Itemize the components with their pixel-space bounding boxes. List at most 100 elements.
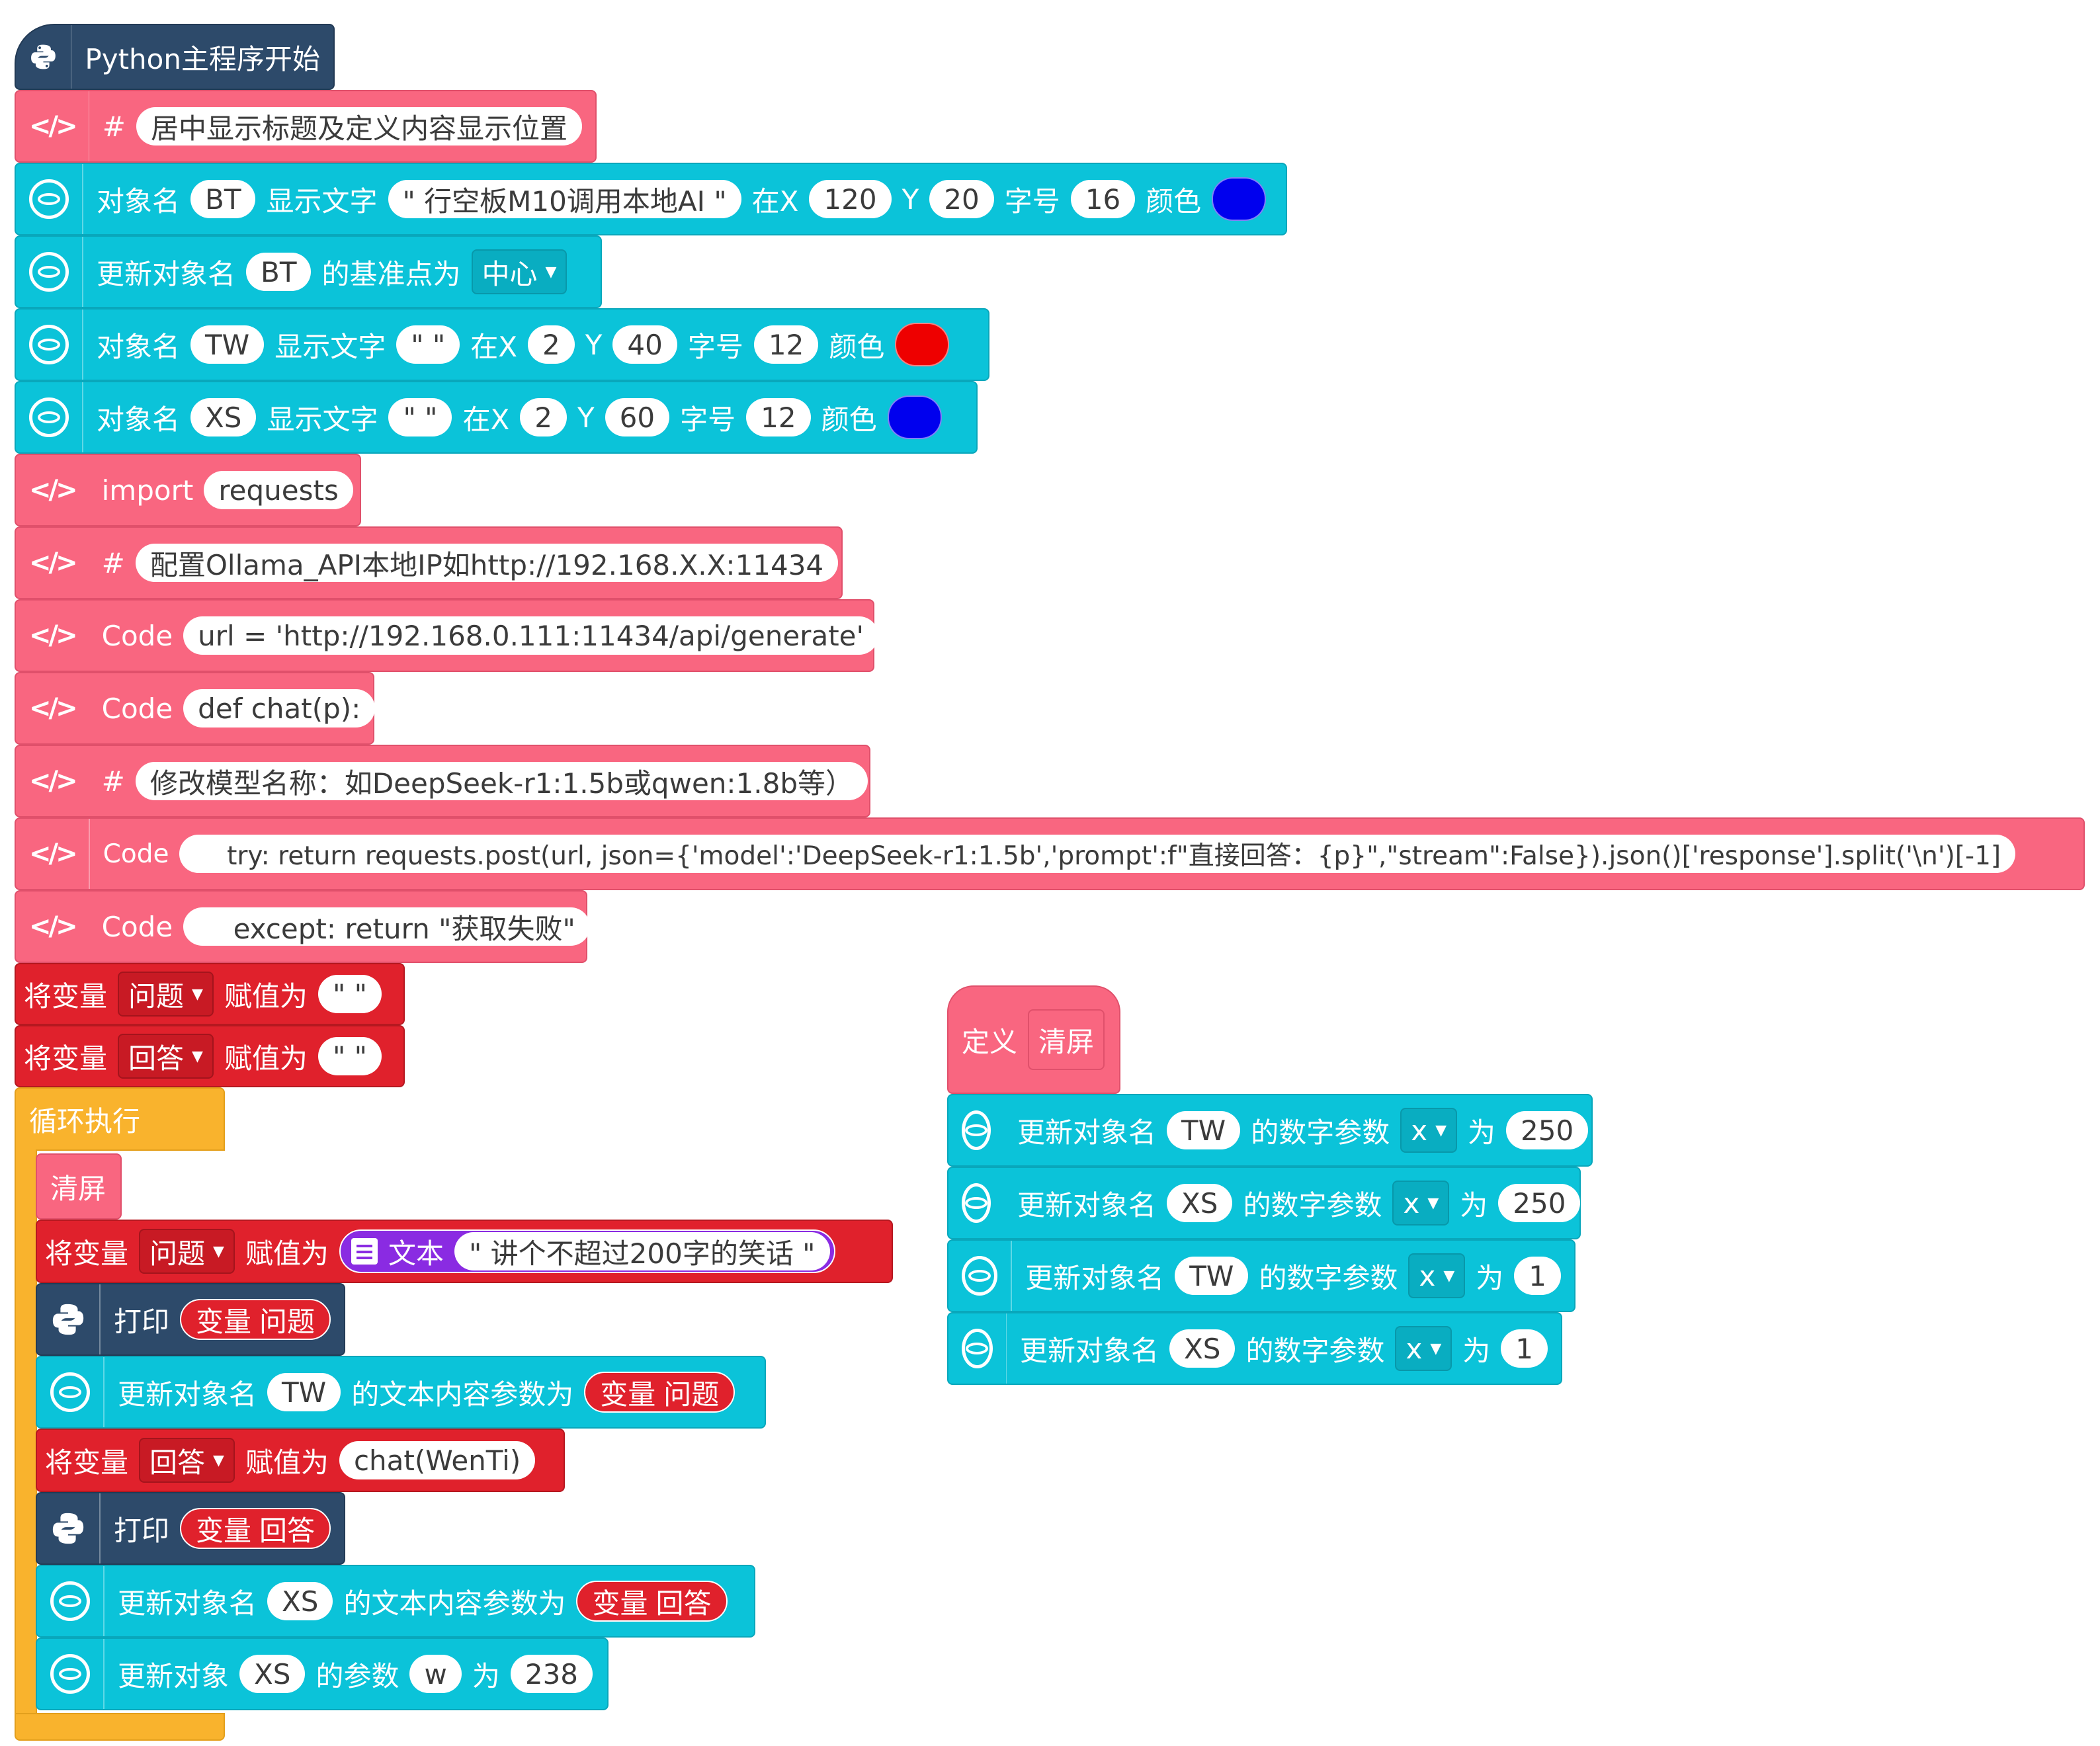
object-text-block-bt[interactable]: 对象名 BT 显示文字 " 行空板M10调用本地AI " 在X 120 Y 20… (15, 163, 1287, 235)
code-block[interactable]: </> Code url = 'http://192.168.0.111:114… (15, 599, 879, 672)
value-field[interactable]: 250 (1506, 1111, 1589, 1149)
object-name-field[interactable]: XS (239, 1655, 306, 1693)
code-text-field[interactable]: try: return requests.post(url, json={'mo… (179, 835, 2016, 873)
forever-loop-block[interactable]: 循环执行 (15, 1087, 225, 1151)
import-block[interactable]: </> import requests (15, 454, 361, 526)
comment-block[interactable]: </> # 修改模型名称：如DeepSeek-r1:1.5b或qwen:1.8b… (15, 745, 870, 817)
variable-reporter[interactable]: 变量问题 (584, 1372, 735, 1413)
y-field[interactable]: 20 (929, 180, 994, 218)
update-text-block[interactable]: 更新对象名 TW 的文本内容参数为 变量问题 (36, 1356, 766, 1429)
code-block[interactable]: </> Code try: return requests.post(url, … (15, 817, 2085, 890)
parameter-field[interactable]: w (409, 1655, 462, 1693)
set-variable-block[interactable]: 将变量 回答▼ 赋值为 " " (15, 1025, 405, 1087)
y-field[interactable]: 40 (612, 325, 677, 364)
comment-block[interactable]: </> # 居中显示标题及定义内容显示位置 (15, 90, 597, 163)
separator (82, 164, 83, 234)
font-size-field[interactable]: 16 (1070, 180, 1136, 218)
code-icon: </> (29, 839, 78, 869)
param-dropdown[interactable]: x▼ (1408, 1253, 1466, 1298)
font-size-field[interactable]: 12 (746, 398, 811, 436)
update-parameter-block[interactable]: 更新对象 XS 的参数 w 为 238 (36, 1638, 609, 1710)
label: 为 (472, 1659, 500, 1692)
param-dropdown[interactable]: x▼ (1400, 1108, 1457, 1153)
variable-reporter[interactable]: 变量回答 (179, 1508, 331, 1549)
object-name-field[interactable]: BT (246, 253, 312, 291)
function-name-slot[interactable]: 清屏 (1028, 1009, 1105, 1070)
update-anchor-block[interactable]: 更新对象名 BT 的基准点为 中心▼ (15, 235, 602, 308)
comment-text-field[interactable]: 配置Ollama_API本地IP如http://192.168.X.X:1143… (135, 544, 839, 582)
set-variable-block[interactable]: 将变量 问题▼ 赋值为 " " (15, 963, 405, 1025)
set-variable-block[interactable]: 将变量 问题▼ 赋值为 文本 " 讲个不超过200字的笑话 " (36, 1220, 893, 1283)
code-text-field[interactable]: url = 'http://192.168.0.111:11434/api/ge… (183, 616, 879, 655)
code-block[interactable]: </> Code except: return "获取失败" (15, 890, 590, 963)
color-picker[interactable] (887, 395, 942, 439)
code-text-field[interactable]: except: return "获取失败" (183, 907, 590, 946)
object-name-field[interactable]: TW (267, 1373, 341, 1411)
object-name-field[interactable]: XS (267, 1582, 333, 1620)
variable-dropdown[interactable]: 问题▼ (118, 972, 214, 1017)
update-number-param-block[interactable]: 更新对象名 XS 的数字参数 x▼ 为 1 (947, 1312, 1562, 1385)
set-variable-block[interactable]: 将变量 回答▼ 赋值为 chat(WenTi) (36, 1429, 565, 1492)
update-number-param-block[interactable]: 更新对象名 TW 的数字参数 x▼ 为 250 (947, 1094, 1593, 1167)
object-text-block-tw[interactable]: 对象名 TW 显示文字 " " 在X 2 Y 40 字号 12 颜色 (15, 308, 989, 381)
label: 更新对象名 (97, 257, 236, 290)
object-name-field[interactable]: XS (1167, 1184, 1233, 1222)
label: Y (902, 183, 919, 216)
x-field[interactable]: 2 (528, 325, 575, 364)
update-number-param-block[interactable]: 更新对象名 XS 的数字参数 x▼ 为 250 (947, 1167, 1581, 1239)
variable-reporter[interactable]: 变量回答 (576, 1581, 728, 1622)
dropdown-value: x (1411, 1114, 1428, 1147)
code-block[interactable]: </> Code def chat(p): (15, 672, 376, 745)
value-field[interactable]: 250 (1498, 1184, 1581, 1222)
code-icon: </> (29, 766, 78, 796)
variable-dropdown[interactable]: 问题▼ (139, 1229, 235, 1274)
color-picker[interactable] (1212, 177, 1267, 221)
text-value-field[interactable]: " 讲个不超过200字的笑话 " (454, 1232, 830, 1270)
print-block[interactable]: 打印 变量问题 (36, 1283, 345, 1356)
x-field[interactable]: 120 (809, 180, 892, 218)
unihiker-icon (29, 252, 69, 292)
code-text-field[interactable]: def chat(p): (183, 689, 376, 728)
value-field[interactable]: " " (317, 975, 382, 1013)
module-name-field[interactable]: requests (204, 471, 353, 509)
caret-down-icon: ▼ (213, 1243, 224, 1260)
display-text-field[interactable]: " " (396, 325, 460, 364)
param-dropdown[interactable]: x▼ (1395, 1326, 1452, 1371)
text-block[interactable]: 文本 " 讲个不超过200字的笑话 " (339, 1229, 835, 1273)
value-field[interactable]: 1 (1501, 1329, 1548, 1368)
x-field[interactable]: 2 (520, 398, 567, 436)
update-number-param-block[interactable]: 更新对象名 TW 的数字参数 x▼ 为 1 (947, 1239, 1575, 1312)
object-text-block-xs[interactable]: 对象名 XS 显示文字 " " 在X 2 Y 60 字号 12 颜色 (15, 381, 978, 454)
display-text-field[interactable]: " " (388, 398, 452, 436)
object-name-field[interactable]: TW (1175, 1257, 1249, 1295)
color-picker[interactable] (895, 323, 950, 366)
update-text-block[interactable]: 更新对象名 XS 的文本内容参数为 变量回答 (36, 1565, 755, 1638)
object-name-field[interactable]: XS (190, 398, 257, 436)
anchor-dropdown[interactable]: 中心▼ (471, 249, 567, 294)
value-field[interactable]: 238 (510, 1655, 593, 1693)
label: 打印 (113, 1305, 169, 1338)
param-dropdown[interactable]: x▼ (1392, 1181, 1450, 1226)
label: 的数字参数 (1251, 1116, 1390, 1149)
y-field[interactable]: 60 (605, 398, 670, 436)
variable-dropdown[interactable]: 回答▼ (139, 1438, 235, 1483)
object-name-field[interactable]: TW (190, 325, 265, 364)
value-field[interactable]: chat(WenTi) (339, 1441, 536, 1479)
value-field[interactable]: 1 (1514, 1257, 1561, 1295)
comment-text-field[interactable]: 修改模型名称：如DeepSeek-r1:1.5b或qwen:1.8b等） (135, 762, 868, 800)
variable-reporter[interactable]: 变量问题 (179, 1299, 331, 1340)
comment-block[interactable]: </> # 配置Ollama_API本地IP如http://192.168.X.… (15, 526, 843, 599)
display-text-field[interactable]: " 行空板M10调用本地AI " (388, 180, 741, 218)
object-name-field[interactable]: BT (190, 180, 256, 218)
python-main-start-block[interactable]: Python主程序开始 (15, 24, 335, 90)
define-function-block[interactable]: 定义 清屏 (947, 985, 1120, 1094)
call-clear-screen-block[interactable]: 清屏 (36, 1153, 122, 1220)
value-field[interactable]: " " (317, 1037, 382, 1075)
print-block[interactable]: 打印 变量回答 (36, 1492, 345, 1565)
font-size-field[interactable]: 12 (753, 325, 819, 364)
code-icon: </> (29, 693, 78, 724)
object-name-field[interactable]: TW (1167, 1111, 1241, 1149)
comment-text-field[interactable]: 居中显示标题及定义内容显示位置 (136, 107, 582, 146)
object-name-field[interactable]: XS (1169, 1329, 1236, 1368)
variable-dropdown[interactable]: 回答▼ (118, 1034, 214, 1079)
